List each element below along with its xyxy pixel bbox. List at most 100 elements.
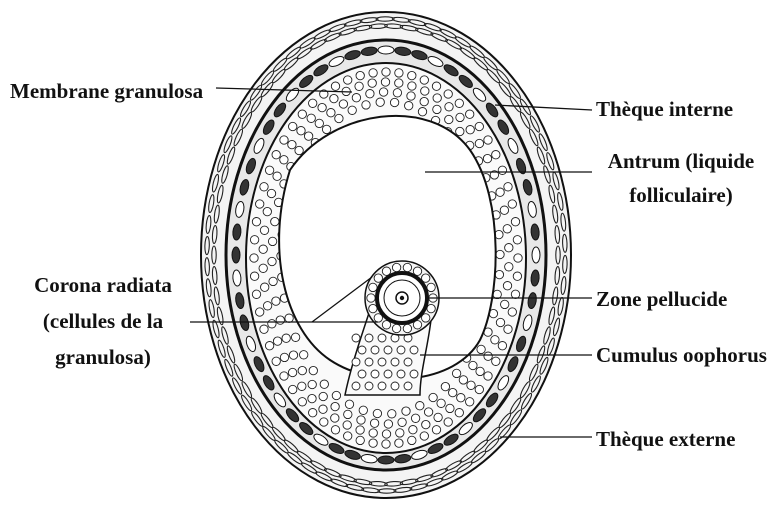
granulosa-cell: [408, 82, 416, 90]
granulosa-cell: [357, 416, 365, 424]
granulosa-cell: [331, 402, 339, 410]
granulosa-cell: [495, 270, 503, 278]
granulosa-cell: [513, 272, 521, 280]
cumulus-cell: [358, 370, 366, 378]
granulosa-cell: [256, 308, 264, 316]
granulosa-cell: [501, 300, 509, 308]
cumulus-cell: [404, 358, 412, 366]
granulosa-cell: [252, 218, 260, 226]
granulosa-cell: [484, 372, 492, 380]
cumulus-cell: [378, 358, 386, 366]
granulosa-cell: [280, 372, 288, 380]
cumulus-cell: [352, 334, 360, 342]
granulosa-cell: [268, 257, 276, 265]
granulosa-cell: [505, 263, 513, 271]
granulosa-cell: [352, 94, 360, 102]
granulosa-cell: [289, 351, 297, 359]
granulosa-cell: [297, 127, 305, 135]
granulosa-cell: [263, 302, 271, 310]
granulosa-cell: [291, 333, 299, 341]
granulosa-cell: [344, 432, 352, 440]
granulosa-cell: [308, 380, 316, 388]
granulosa-cell: [475, 122, 483, 130]
granulosa-cell: [370, 419, 378, 427]
granulosa-cell: [429, 393, 437, 401]
granulosa-cell: [263, 207, 271, 215]
granulosa-cell: [433, 105, 441, 113]
granulosa-cell: [273, 337, 281, 345]
granulosa-cell: [356, 426, 364, 434]
cumulus-cell: [404, 382, 412, 390]
granulosa-cell: [459, 376, 467, 384]
granulosa-cell: [466, 126, 474, 134]
granulosa-cell: [276, 316, 284, 324]
granulosa-cell: [362, 101, 370, 109]
granulosa-cell: [320, 418, 328, 426]
granulosa-cell: [250, 236, 258, 244]
cumulus-cell: [397, 370, 405, 378]
granulosa-cell: [282, 334, 290, 342]
granulosa-cell: [369, 429, 377, 437]
label-corona-line2: (cellules de la: [18, 306, 188, 336]
theca-cell: [378, 456, 394, 464]
granulosa-cell: [379, 88, 387, 96]
label-cumulus-oophorus: Cumulus oophorus: [596, 340, 767, 370]
granulosa-cell: [332, 391, 340, 399]
granulosa-cell: [441, 382, 449, 390]
corona-cell: [367, 294, 375, 302]
cumulus-cell: [371, 346, 379, 354]
granulosa-cell: [432, 82, 440, 90]
corona-cell: [427, 304, 435, 312]
granulosa-cell: [433, 94, 441, 102]
granulosa-cell: [382, 440, 390, 448]
granulosa-cell: [331, 414, 339, 422]
granulosa-cell: [265, 342, 273, 350]
corona-cell: [427, 283, 435, 291]
granulosa-cell: [309, 99, 317, 107]
granulosa-cell: [395, 69, 403, 77]
granulosa-cell: [369, 439, 377, 447]
granulosa-cell: [483, 154, 491, 162]
cumulus-cell: [397, 346, 405, 354]
corona-cell: [392, 324, 400, 332]
granulosa-cell: [265, 166, 273, 174]
granulosa-cell: [327, 109, 335, 117]
granulosa-cell: [384, 420, 392, 428]
granulosa-cell: [492, 151, 500, 159]
granulosa-cell: [466, 110, 474, 118]
granulosa-cell: [280, 353, 288, 361]
granulosa-cell: [271, 217, 279, 225]
granulosa-cell: [475, 385, 483, 393]
granulosa-cell: [369, 69, 377, 77]
granulosa-cell: [508, 308, 516, 316]
corona-cell: [403, 324, 411, 332]
granulosa-cell: [331, 82, 339, 90]
granulosa-cell: [491, 336, 499, 344]
granulosa-cell: [508, 200, 516, 208]
granulosa-cell: [315, 119, 323, 127]
granulosa-cell: [339, 100, 347, 108]
granulosa-cell: [260, 325, 268, 333]
cumulus-cell: [384, 370, 392, 378]
granulosa-cell: [444, 90, 452, 98]
granulosa-cell: [344, 410, 352, 418]
granulosa-cell: [434, 413, 442, 421]
granulosa-cell: [298, 382, 306, 390]
granulosa-cell: [355, 82, 363, 90]
granulosa-cell: [272, 297, 280, 305]
granulosa-cell: [330, 94, 338, 102]
granulosa-cell: [268, 320, 276, 328]
cumulus-cell: [371, 370, 379, 378]
granulosa-cell: [259, 264, 267, 272]
granulosa-cell: [421, 87, 429, 95]
corona-cell: [369, 304, 377, 312]
granulosa-cell: [496, 188, 504, 196]
granulosa-cell: [409, 426, 417, 434]
granulosa-cell: [298, 398, 306, 406]
granulosa-cell: [444, 418, 452, 426]
granulosa-cell: [261, 283, 269, 291]
granulosa-cell: [505, 244, 513, 252]
cumulus-cell: [365, 382, 373, 390]
granulosa-cell: [422, 420, 430, 428]
granulosa-cell: [289, 122, 297, 130]
